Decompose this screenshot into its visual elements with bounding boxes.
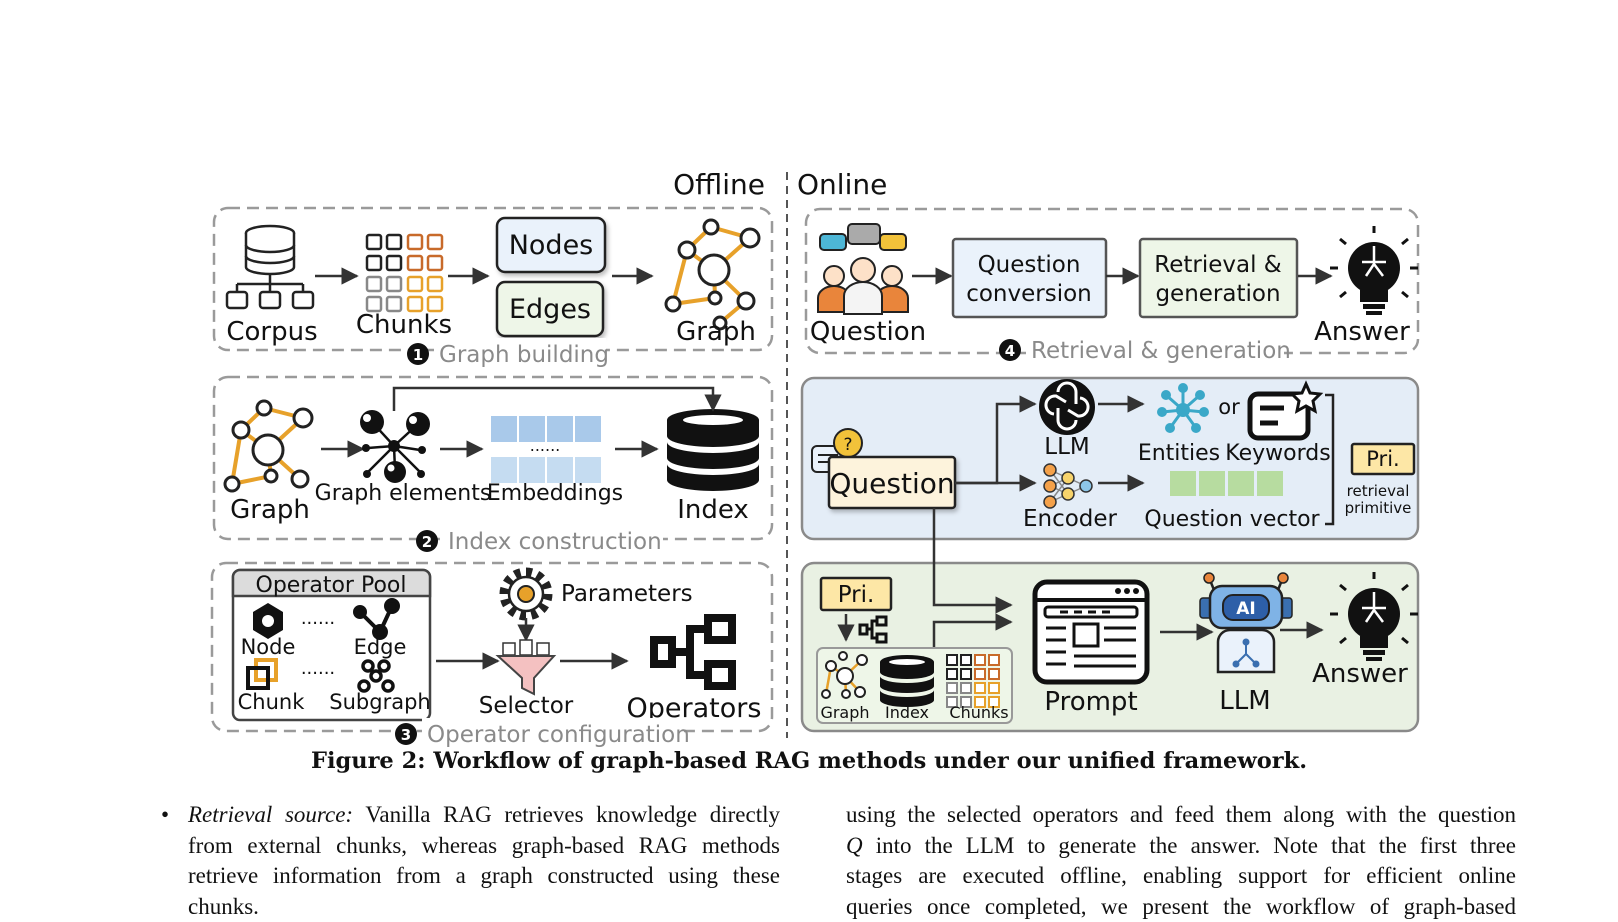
question-conversion-panel: ? Question LLM: [802, 378, 1418, 539]
database-icon: [227, 226, 313, 308]
pool-dots-2: ......: [301, 658, 335, 679]
graph-elements-label: Graph elements: [315, 481, 492, 506]
index-construction-title: Index construction: [448, 529, 662, 555]
question-conversion-line2: conversion: [966, 281, 1092, 307]
svg-text:?: ?: [843, 435, 852, 455]
panel-llm-label: LLM: [1044, 434, 1089, 460]
section-retrieval-generation: Question Question conversion Retrieval &…: [806, 209, 1418, 364]
question-conversion-line1: Question: [978, 252, 1081, 278]
keyword-icon: [1250, 384, 1320, 438]
graph-icon: [666, 220, 759, 329]
prompt-label: Prompt: [1044, 687, 1137, 717]
primitive-tag-label: Pri.: [1366, 447, 1399, 471]
index-construction-number: 2: [422, 533, 432, 551]
gear-icon: [504, 572, 548, 616]
mini-chunks-label: Chunks: [949, 703, 1008, 722]
operator-configuration-title: Operator configuration: [427, 722, 690, 748]
selector-label: Selector: [479, 693, 574, 719]
edges-label: Edges: [509, 294, 591, 325]
generation-llm-label: LLM: [1219, 686, 1270, 716]
hierarchy-icon: [654, 618, 732, 686]
embeddings-dots: ......: [530, 436, 561, 455]
retrieval-source-lead: Retrieval source:: [188, 802, 353, 827]
primitive-label-2: primitive: [1345, 499, 1412, 517]
graph-icon: [225, 401, 312, 491]
operator-pool-title: Operator Pool: [256, 573, 407, 598]
retrieval-generation-line2: generation: [1155, 281, 1280, 307]
pool-dots-1: ......: [301, 608, 335, 629]
online-label: Online: [797, 168, 887, 201]
offline-label: Offline: [673, 168, 765, 201]
corpus-label: Corpus: [226, 317, 317, 347]
body-left-line-1-text: Vanilla RAG retrieves knowledge directly: [365, 802, 780, 827]
edge-label: Edge: [354, 635, 407, 659]
index-label: Index: [677, 495, 749, 525]
figure-caption: Figure 2: Workflow of graph-based RAG me…: [0, 748, 1618, 774]
body-left-line-3: retrieve information from a graph constr…: [188, 861, 780, 892]
operator-configuration-number: 3: [401, 726, 411, 744]
ai-badge-label: AI: [1236, 599, 1255, 619]
prompt-window-icon: [1035, 582, 1147, 682]
entities-label: Entities: [1138, 441, 1220, 466]
lightbulb-icon: [1330, 226, 1418, 315]
retrieval-generation-number: 4: [1005, 342, 1015, 360]
graph-label: Graph: [676, 317, 756, 347]
openai-icon: [1039, 379, 1095, 435]
body-right-column: using the selected operators and feed th…: [846, 800, 1516, 922]
node-label: Node: [241, 635, 296, 659]
graph-building-number: 1: [413, 346, 423, 364]
parameters-label: Parameters: [561, 581, 693, 607]
or-label: or: [1218, 395, 1240, 419]
chunks-label: Chunks: [356, 310, 452, 340]
encoder-label: Encoder: [1023, 506, 1118, 532]
section-index-construction: Graph Graph elements ......: [214, 377, 772, 555]
answer-label: Answer: [1314, 317, 1410, 347]
body-right-line-2-text: into the LLM to generate the answer. Not…: [863, 833, 1516, 858]
section-operator-configuration: Operator Pool Node ...... Edge Chunk ...…: [212, 563, 772, 748]
section-graph-building: Corpus Chunks Nodes Edges: [214, 208, 772, 368]
question-vector-label: Question vector: [1144, 507, 1320, 532]
body-left-column: • Retrieval source: Vanilla RAG retrieve…: [188, 800, 780, 922]
question-label: Question: [810, 317, 926, 347]
index-database-icon: [667, 409, 759, 491]
retrieval-generation-title: Retrieval & generation: [1031, 338, 1291, 364]
body-left-line-2: from external chunks, whereas graph-base…: [188, 831, 780, 862]
body-right-line-2: Q into the LLM to generate the answer. N…: [846, 831, 1516, 862]
panel-question-label: Question: [829, 467, 954, 500]
body-right-line-4: queries once completed, we present the w…: [846, 892, 1516, 922]
keywords-label: Keywords: [1225, 441, 1330, 466]
question-variable: Q: [846, 833, 863, 858]
retrieval-generation-line1: Retrieval &: [1154, 252, 1282, 278]
people-icon: [818, 224, 908, 314]
chunk-label: Chunk: [238, 690, 306, 714]
graph-label-2: Graph: [230, 495, 310, 525]
body-left-line-4: chunks.: [188, 892, 780, 922]
body-right-line-3: stages are executed offline, enabling su…: [846, 861, 1516, 892]
body-left-line-1: Retrieval source: Vanilla RAG retrieves …: [188, 800, 780, 831]
body-right-line-1: using the selected operators and feed th…: [846, 800, 1516, 831]
funnel-icon: [498, 640, 554, 694]
generation-panel: Pri. Graph Index: [802, 508, 1418, 731]
mini-index-label: Index: [885, 703, 929, 722]
nodes-label: Nodes: [509, 230, 594, 261]
graph-building-title: Graph building: [439, 342, 609, 368]
list-bullet: •: [161, 800, 169, 831]
mini-graph-label: Graph: [820, 703, 869, 722]
embeddings-label: Embeddings: [487, 481, 623, 506]
generation-primitive-tag-label: Pri.: [838, 582, 875, 608]
subgraph-label: Subgraph: [329, 690, 430, 714]
grid-icon: [367, 235, 442, 311]
graph-elements-icon: [360, 410, 430, 483]
primitive-label-1: retrieval: [1347, 482, 1410, 500]
generation-answer-label: Answer: [1312, 659, 1408, 689]
